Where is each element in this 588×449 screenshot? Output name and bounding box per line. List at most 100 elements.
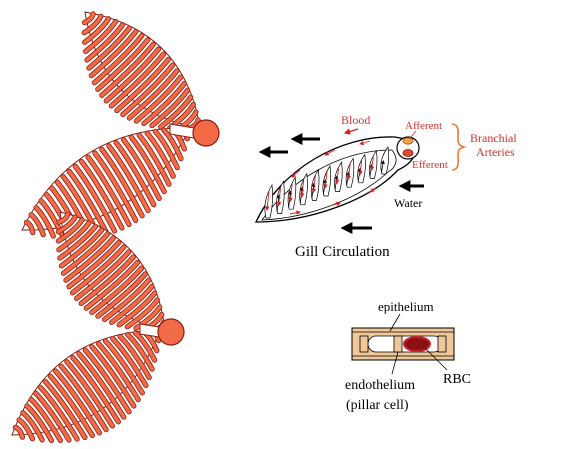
gill-filament-fill xyxy=(67,169,109,236)
gill-filament-fill xyxy=(59,228,104,268)
gill-filament-fill xyxy=(145,131,176,179)
gill-filament-fill xyxy=(34,205,56,238)
gill-filament-fill xyxy=(82,14,103,35)
gill-filament-fill xyxy=(56,218,84,243)
gill-filament-fill xyxy=(48,374,95,438)
gill-filament-fill xyxy=(25,404,54,443)
blood-flow-arrow xyxy=(324,149,336,156)
pillar-cell-middle xyxy=(393,335,403,353)
gill-filament-fill xyxy=(114,140,156,207)
gill-filament-fill xyxy=(96,272,148,318)
gill-filament-fill xyxy=(121,63,175,117)
gill-filament-fill xyxy=(65,360,115,428)
blood-flow-arrow xyxy=(291,169,301,178)
gill-filament-fill xyxy=(83,348,131,414)
blood-flow-arrow xyxy=(369,156,375,172)
gill-filament-fill xyxy=(92,33,144,85)
gill-filament-fill xyxy=(121,138,162,201)
gill-filament-fill xyxy=(64,236,116,283)
gill-filament-fill xyxy=(70,245,126,295)
gill-filament-fill xyxy=(129,135,167,194)
gill-filament-fill xyxy=(29,213,46,237)
gill-filament-fill xyxy=(110,336,148,388)
gill-filament-fill xyxy=(58,224,98,260)
hemibranch xyxy=(11,328,162,444)
rbc-label: RBC xyxy=(443,372,471,387)
gill-filament-fill xyxy=(21,410,44,442)
gill-filament-fill xyxy=(90,344,136,408)
gill-filament-fill xyxy=(114,57,171,113)
filament-detail xyxy=(254,136,420,223)
blood-arrow xyxy=(343,128,359,135)
blood-flow-arrow xyxy=(334,168,340,185)
blood-flow-arrow xyxy=(358,160,363,176)
gill-filament-fill xyxy=(134,305,162,331)
gill-filament-fill xyxy=(102,278,151,322)
gill-filament-fill xyxy=(125,332,154,371)
gill-filament-fill xyxy=(133,331,157,362)
gill-filament-fill xyxy=(99,42,156,98)
gill-filament-fill xyxy=(79,159,124,230)
afferent-pointer xyxy=(409,130,417,139)
gill-filament-fill xyxy=(153,129,180,170)
branchial-label-line2: Arteries xyxy=(476,145,515,159)
hemibranch xyxy=(21,125,191,241)
branchial-label-line1: Branchial xyxy=(470,131,517,145)
flow-arrows-group xyxy=(265,140,385,215)
pillar-cell-left xyxy=(359,335,369,353)
gill-filament-fill xyxy=(59,364,108,432)
blood-flow-arrow xyxy=(276,187,282,207)
blood-flow-arrow xyxy=(311,175,317,194)
gill-filament-fill xyxy=(13,425,25,439)
afferent-vessel xyxy=(402,137,414,145)
blood-flow-arrow xyxy=(346,164,351,181)
endothelium-pointer xyxy=(391,351,399,375)
blood-flow-arrow xyxy=(323,171,328,189)
blood-flow-arrow xyxy=(359,140,371,146)
blood-flow-arrow xyxy=(265,190,270,211)
gill-filament-fill xyxy=(57,212,70,224)
blood-flow-arrow xyxy=(289,210,301,215)
gill-filament-fill xyxy=(79,255,136,306)
gill-filament-fill xyxy=(29,397,63,443)
gill-filament-fill xyxy=(137,133,171,186)
gill-filament-fill xyxy=(107,144,150,213)
gill-filament-fill xyxy=(150,88,190,128)
gill-filament-fill xyxy=(53,369,102,435)
epithelium-pointer xyxy=(389,313,401,332)
gill-filament-fill xyxy=(38,385,79,441)
gill-filament-fill xyxy=(158,95,193,129)
gill-filament-fill xyxy=(82,12,95,25)
gill-filament-fill xyxy=(17,418,35,441)
efferent-label: Efferent xyxy=(412,159,448,171)
pillar-cell-right xyxy=(437,335,447,353)
filament-inner-outline xyxy=(261,149,397,221)
gill-filament-fill xyxy=(61,232,110,276)
gill-filament-fill xyxy=(85,22,125,62)
gill-filament-fill xyxy=(43,379,87,440)
blood-flow-arrow xyxy=(364,188,376,195)
afferent-efferent-vessel xyxy=(396,136,420,160)
afferent-label: Afferent xyxy=(405,120,442,132)
gill-filament-fill xyxy=(33,391,71,442)
gill-filament-fill xyxy=(109,284,154,325)
gill-filament-fill xyxy=(96,341,141,402)
gill-filament-fill xyxy=(117,291,157,327)
gill-filament-fill xyxy=(161,128,183,161)
efferent-vessel xyxy=(402,149,414,157)
gill-filament-fill xyxy=(67,240,121,289)
gill-filament-fill xyxy=(109,52,166,108)
gill-filament-fill xyxy=(104,47,161,103)
gill-filament-fill xyxy=(90,266,144,315)
gill-filament-fill xyxy=(71,355,121,424)
gill-filament-fill xyxy=(74,250,131,301)
water-label: Water xyxy=(394,196,422,210)
gill-filament-fill xyxy=(93,151,138,223)
gill-filament-fill xyxy=(134,75,183,123)
gill-filament-fill xyxy=(96,38,150,92)
artery-circle-lower xyxy=(157,318,185,346)
gill-filament-fill xyxy=(127,69,179,120)
water-arrows xyxy=(258,133,424,234)
epithelium-label: epithelium xyxy=(378,299,434,314)
